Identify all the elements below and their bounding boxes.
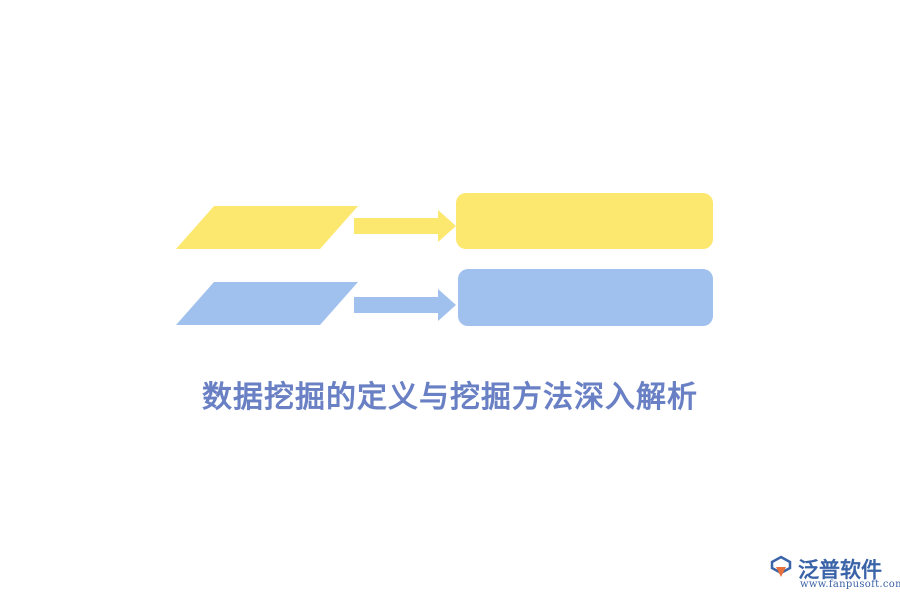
page-title: 数据挖掘的定义与挖掘方法深入解析: [202, 380, 698, 415]
yellow-rounded-box: [456, 193, 713, 249]
yellow-parallelogram: [176, 206, 358, 249]
brand-watermark: 泛普软件 www.fanpusoft.com: [764, 552, 900, 592]
blue-parallelogram: [176, 282, 358, 325]
blue-rounded-box: [458, 269, 713, 326]
blue-arrow-icon: [354, 289, 456, 321]
fanpu-logo-icon: [770, 555, 792, 577]
yellow-arrow-icon: [354, 210, 456, 242]
brand-name: 泛普软件: [798, 558, 882, 582]
brand-url: www.fanpusoft.com: [800, 579, 900, 590]
